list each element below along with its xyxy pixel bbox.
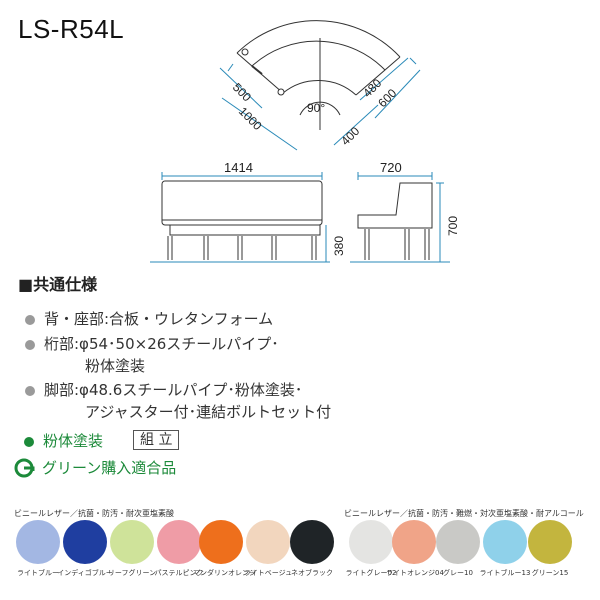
color-swatch[interactable] xyxy=(349,520,393,564)
dim-400-label: 400 xyxy=(338,124,362,148)
spec-line: 桁部:φ54･50×26スチールパイプ･ xyxy=(44,335,279,353)
color-group-title-1: ビニールレザー／抗菌・防汚・耐次亜塩素酸 xyxy=(14,509,174,518)
color-swatch[interactable] xyxy=(483,520,527,564)
color-swatch[interactable] xyxy=(199,520,243,564)
dim-1000-label: 1000 xyxy=(236,104,265,133)
color-name-label: パステルピンク xyxy=(154,569,204,577)
color-swatch[interactable] xyxy=(436,520,480,564)
spec-heading: ■共通仕様 xyxy=(18,275,98,294)
green-purchase-icon xyxy=(14,458,35,477)
spec-line: 脚部:φ48.6スチールパイプ･粉体塗装･ xyxy=(44,381,303,399)
bullet-icon xyxy=(25,339,35,350)
front-view-drawing xyxy=(161,180,323,260)
color-group-title-2: ビニールレザー／抗菌・防汚・難燃・対次亜塩素酸・耐アルコール xyxy=(344,509,584,518)
color-swatch[interactable] xyxy=(392,520,436,564)
spec-line-cont: アジャスター付･連結ボルトセット付 xyxy=(85,403,332,421)
top-view-drawing xyxy=(236,20,401,130)
angle-label: 90° xyxy=(307,101,325,115)
color-name-label: リーフグリーン xyxy=(107,569,157,577)
spec-item: 背・座部:合板・ウレタンフォーム xyxy=(25,309,273,329)
color-name-label: ライトブルー13 xyxy=(479,569,531,577)
seat-height-label: 380 xyxy=(332,236,346,256)
color-swatch[interactable] xyxy=(157,520,201,564)
green-purchase-label: グリーン購入適合品 xyxy=(42,459,177,477)
powder-coating-label: 粉体塗装 xyxy=(43,432,104,450)
color-name-label: ライトブルー xyxy=(17,569,59,577)
side-dim-lines xyxy=(350,172,450,263)
green-purchase-row: グリーン購入適合品 xyxy=(14,457,176,478)
assembly-badge: 組 立 xyxy=(133,430,180,450)
dimension-drawings: 500 1000 90° 480 600 400 1414 380 72 xyxy=(150,20,460,263)
model-number: LS-R54L xyxy=(18,14,125,44)
side-view-drawing xyxy=(357,182,433,260)
color-swatch[interactable] xyxy=(246,520,290,564)
front-width-label: 1414 xyxy=(224,160,253,175)
side-depth-label: 720 xyxy=(380,160,402,175)
side-height-label: 700 xyxy=(446,216,460,236)
color-swatch[interactable] xyxy=(110,520,154,564)
green-bullet-icon xyxy=(24,436,34,447)
color-swatch[interactable] xyxy=(16,520,60,564)
front-dim-lines xyxy=(161,172,327,262)
color-name-label: マンダリンオレンジ xyxy=(193,569,256,577)
color-name-label: ライトベージュ xyxy=(243,569,293,577)
color-name-label: ライトオレンジ04 xyxy=(386,569,444,577)
color-name-label: グレー10 xyxy=(443,569,473,577)
spec-item: 桁部:φ54･50×26スチールパイプ･ 粉体塗装 xyxy=(25,334,585,376)
spec-item: 脚部:φ48.6スチールパイプ･粉体塗装･ アジャスター付･連結ボルトセット付 xyxy=(25,380,585,422)
color-name-label: インディゴブルー xyxy=(57,569,113,577)
spec-line: 背・座部:合板・ウレタンフォーム xyxy=(44,310,274,328)
color-name-label: ライトグレー02 xyxy=(345,569,397,577)
top-view-dimension-lines xyxy=(219,57,421,151)
color-swatch[interactable] xyxy=(290,520,334,564)
bullet-icon xyxy=(25,314,35,325)
color-name-label: グリーン15 xyxy=(531,569,569,577)
color-swatch[interactable] xyxy=(63,520,107,564)
color-name-label: ネオブラック xyxy=(291,569,333,577)
spec-line-cont: 粉体塗装 xyxy=(85,357,146,375)
bullet-icon xyxy=(25,385,35,396)
color-swatch[interactable] xyxy=(528,520,572,564)
powder-coating-note: 粉体塗装 xyxy=(24,430,103,451)
dim-500-label: 500 xyxy=(230,80,254,104)
